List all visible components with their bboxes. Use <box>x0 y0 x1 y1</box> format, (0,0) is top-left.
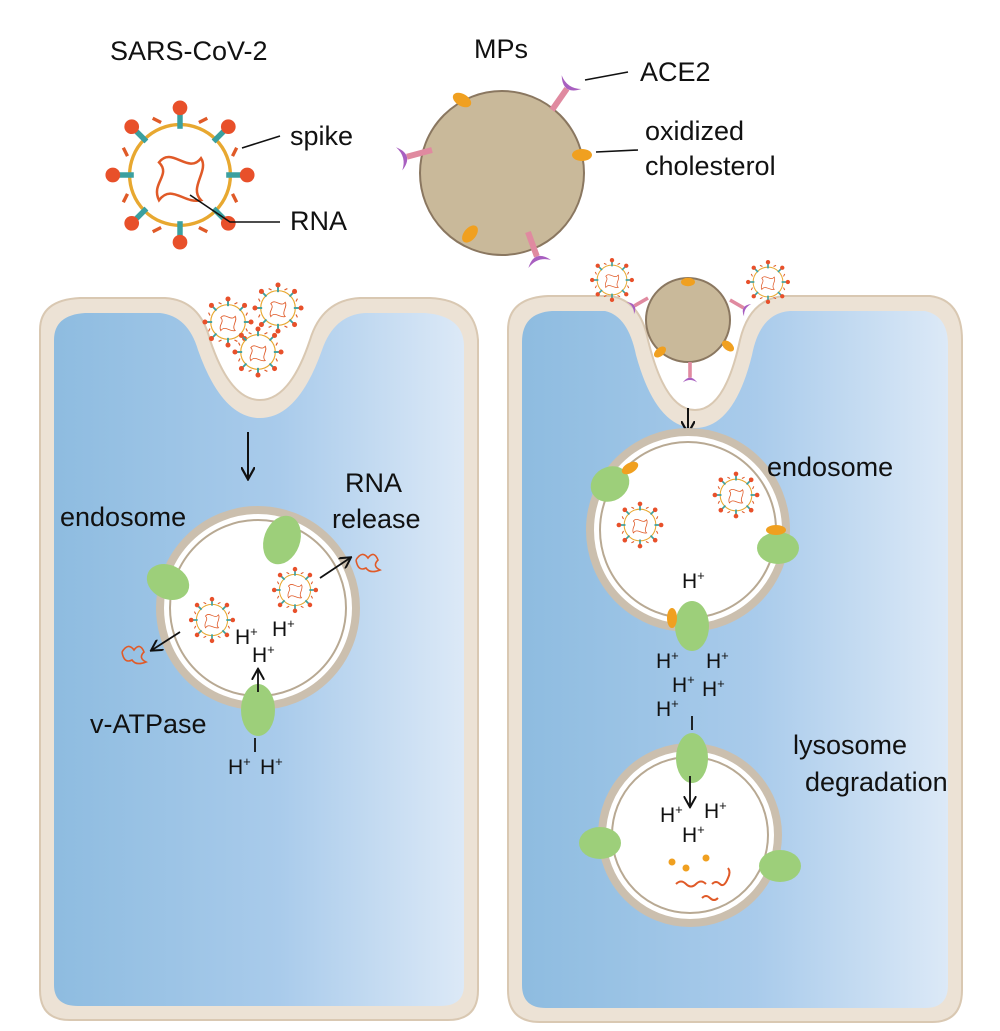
released-rna-icon <box>355 553 382 573</box>
released-rna-icon <box>121 645 148 665</box>
right-endosome <box>586 428 799 730</box>
oxidized-label: oxidized <box>645 116 744 146</box>
oxidized-cholesterol-icon <box>766 525 786 535</box>
v-atpase-pump-icon <box>759 850 801 882</box>
proton-label: H+ <box>702 676 725 701</box>
left-endosome-label: endosome <box>60 502 186 532</box>
lysosome-organelle <box>579 733 801 927</box>
v-atpase-pump-icon <box>146 564 190 600</box>
left-endosome <box>146 506 360 752</box>
proton-label: H+ <box>260 754 283 779</box>
proton-label: H+ <box>682 568 705 593</box>
rna-pointer <box>189 194 280 223</box>
proton-label: H+ <box>656 696 679 721</box>
proton-label: H+ <box>672 672 695 697</box>
spike-label: spike <box>290 121 353 151</box>
mp-virus-complex <box>589 257 791 383</box>
oxidized-cholesterol-icon <box>621 461 639 475</box>
mps-title: MPs <box>474 34 528 64</box>
proton-label: H+ <box>660 802 683 827</box>
v-atpase-pump-icon <box>675 601 709 651</box>
degraded-fragments-icon <box>668 854 731 901</box>
oxidized-cholesterol-icon <box>667 608 677 628</box>
proton-label: H+ <box>235 624 258 649</box>
proton-label: H+ <box>272 616 295 641</box>
v-atpase-pump-icon <box>757 532 799 564</box>
proton-label: H+ <box>682 822 705 847</box>
rna-release-arrow <box>319 558 350 579</box>
rna-release-label-1: RNA <box>345 468 402 498</box>
proton-label: H+ <box>228 754 251 779</box>
ace2-label: ACE2 <box>640 57 711 87</box>
ace2-pointer <box>584 71 629 81</box>
v-atpase-pump-icon <box>590 466 630 502</box>
oxidized-cholesterol-pointer <box>595 149 639 153</box>
rna-release-label-2: release <box>332 504 421 534</box>
proton-label: H+ <box>656 648 679 673</box>
v-atpase-pump-icon <box>263 515 301 565</box>
proton-label: H+ <box>704 798 727 823</box>
v-atpase-pump-icon <box>579 827 621 859</box>
sars-cov-2-title: SARS-CoV-2 <box>110 36 268 66</box>
degradation-label: degradation <box>805 767 948 797</box>
sars-cov-2-virus-icon <box>105 100 254 249</box>
v-atpase-pump-icon <box>676 733 708 783</box>
mp-particle-icon <box>396 75 592 269</box>
v-atpase-pump-icon <box>241 684 275 736</box>
proton-label: H+ <box>252 642 275 667</box>
proton-labels: H+H+H+H+H+H+H+H+H+H+H+H+H+H+ <box>228 568 729 847</box>
v-atpase-label: v-ATPase <box>90 709 207 739</box>
proton-label: H+ <box>706 648 729 673</box>
cholesterol-label: cholesterol <box>645 151 776 181</box>
oxidized-cholesterol-icon <box>572 149 592 161</box>
lysosome-label: lysosome <box>793 730 907 760</box>
right-endosome-label: endosome <box>767 452 893 482</box>
spike-pointer <box>241 135 281 149</box>
rna-label: RNA <box>290 206 347 236</box>
rna-release-arrow <box>152 631 181 650</box>
